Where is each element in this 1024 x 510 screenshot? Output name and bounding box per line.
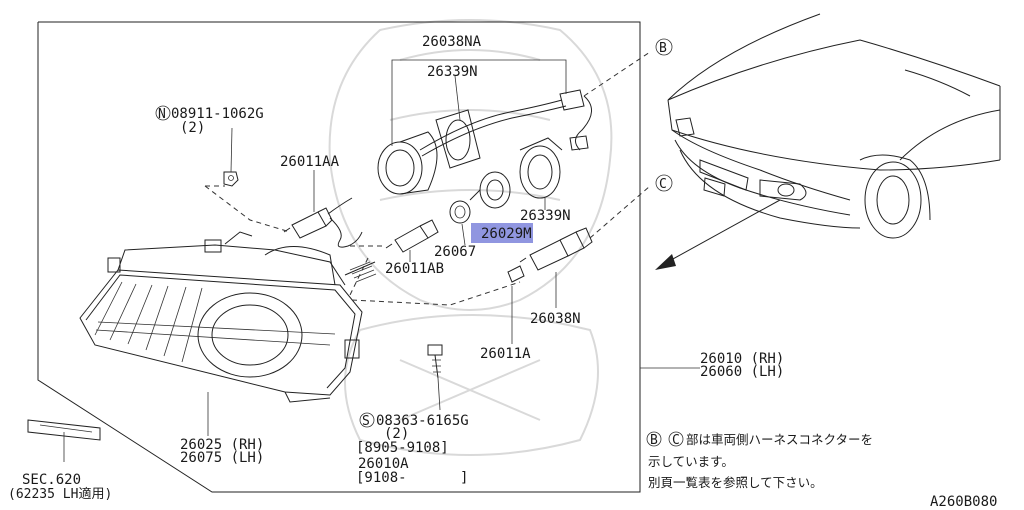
label-sec620: SEC.620 [22, 472, 81, 488]
label-08911: 08911-1062G [171, 106, 264, 122]
label-26060: 26060 (LH) [700, 364, 784, 380]
harness-26038NA [419, 89, 592, 157]
label-26010A-close: ] [460, 470, 468, 486]
marker-S: S [359, 412, 375, 429]
label-26029M: 26029M [481, 226, 532, 242]
watermark-emblem [328, 19, 613, 456]
marker-N: N [155, 105, 171, 122]
part-labels: 26038NA 26339N N 08911-1062G (2) 26011AA… [8, 34, 784, 502]
bulb-26011AB [385, 219, 439, 253]
socket-26038N [519, 227, 593, 271]
note-marker-c: C [672, 433, 680, 448]
bolt [427, 344, 443, 379]
headlamp-housing [79, 231, 377, 403]
marker-C: C [655, 174, 673, 192]
note-line2: 示しています。 [648, 454, 734, 469]
svg-text:S: S [362, 414, 370, 429]
label-26075: 26075 (LH) [180, 450, 264, 466]
trim-strip [27, 419, 101, 441]
location-arrow [655, 199, 781, 270]
note-marker-b: B [650, 433, 658, 448]
note-line3: 別頁一覧表を参照して下さい。 [648, 475, 823, 490]
svg-text:C: C [659, 177, 667, 192]
label-26025: 26025 (RH) [180, 437, 264, 453]
label-26011AB: 26011AB [385, 261, 444, 277]
dashed-guides [204, 51, 651, 306]
label-26011A: 26011A [480, 346, 531, 362]
note-line1: 部は車両側ハーネスコネクターを [686, 432, 873, 447]
highlight-26029M [471, 223, 533, 243]
socket-26339N-top [435, 109, 481, 169]
bulb-26011A [507, 265, 525, 283]
bulb-26029M [469, 171, 511, 209]
note-block: B C 部は車両側ハーネスコネクターを 示しています。 別頁一覧表を参照して下さ… [646, 431, 873, 490]
svg-text:B: B [659, 41, 667, 56]
label-26010: 26010 (RH) [700, 351, 784, 367]
label-08911-qty: (2) [180, 120, 205, 136]
label-26067: 26067 [434, 244, 476, 260]
label-08363-qty: (2) [384, 426, 409, 442]
vehicle-front-view [667, 13, 1001, 239]
label-26010A-range: [9108- [356, 470, 407, 486]
label-26038N: 26038N [530, 311, 581, 327]
diagram-frame [37, 21, 641, 493]
label-08363-range: [8905-9108] [356, 440, 449, 456]
label-26339N-top: 26339N [427, 64, 478, 80]
label-26011AA: 26011AA [280, 154, 340, 170]
bulb-26011AA [283, 197, 363, 248]
diagram-code: A260B080 [930, 494, 997, 510]
marker-B: B [655, 38, 673, 56]
label-08363: 08363-6165G [376, 413, 469, 429]
label-26010A: 26010A [358, 456, 409, 472]
spring-26067 [449, 200, 471, 224]
cap-26038NA [377, 131, 438, 195]
svg-text:N: N [158, 107, 166, 122]
socket-26339N-bottom [519, 137, 563, 199]
label-26339N-bottom: 26339N [520, 208, 571, 224]
leader-lines [63, 59, 700, 462]
label-sec620-sub: (62235 LH適用) [8, 486, 112, 502]
clip-nut [223, 171, 239, 187]
label-26038NA: 26038NA [422, 34, 482, 50]
